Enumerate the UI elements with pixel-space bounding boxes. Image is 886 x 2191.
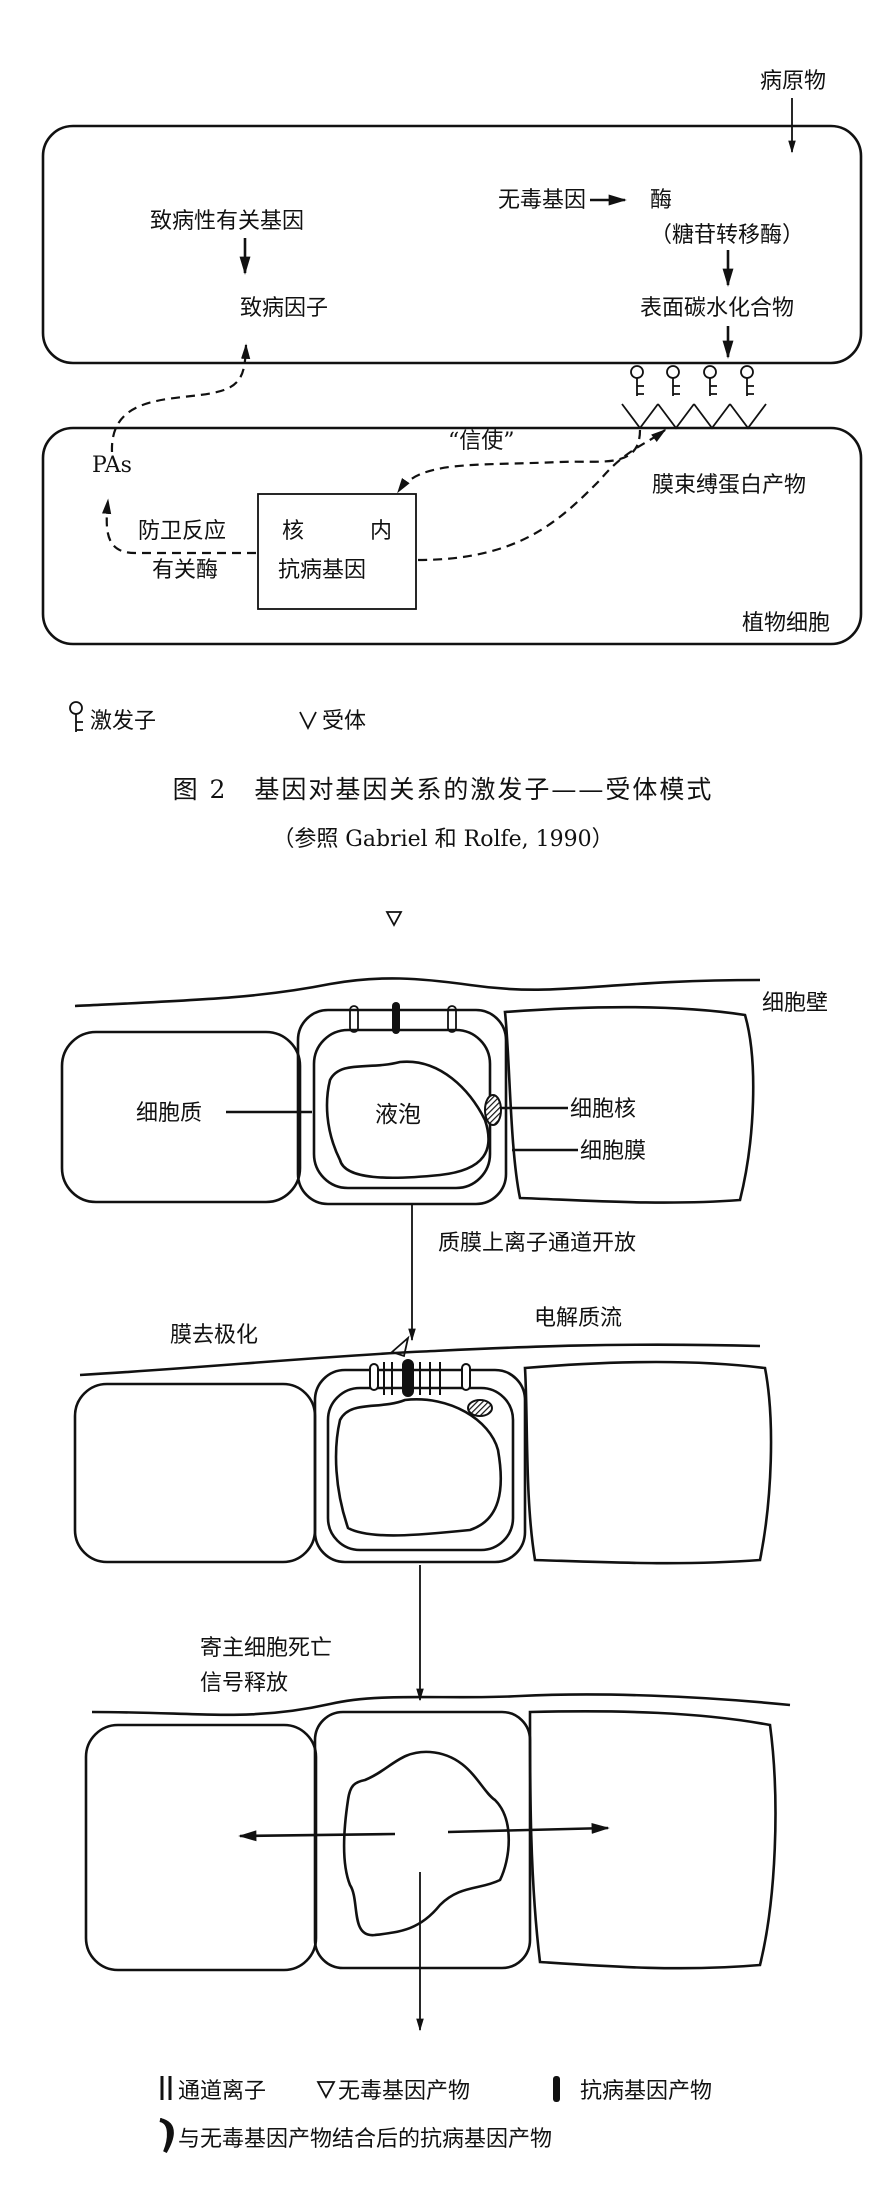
figure-3-legend: 通道离子 无毒基因产物 抗病基因产物 与无毒基因产物结合后的抗病基因产物	[159, 2076, 712, 2154]
avr-product-marker	[385, 911, 403, 927]
center-cell-3	[313, 1710, 532, 1970]
enzyme-note: （糖苷转移酶）	[650, 223, 804, 248]
receptors	[621, 403, 767, 430]
right-cell-2	[523, 1360, 773, 1565]
leak-arrow-left	[238, 1830, 396, 1842]
avr-product-marker-2	[390, 1335, 410, 1358]
legend-receptor: 受体	[322, 709, 366, 734]
surface-carbohydrate-label: 表面碳水化合物	[640, 296, 794, 321]
legend-bound-product: 与无毒基因产物结合后的抗病基因产物	[178, 2127, 552, 2152]
membrane-label: 细胞膜	[580, 1139, 646, 1164]
cell-wall-2	[79, 1343, 761, 1377]
step1-label: 质膜上离子通道开放	[438, 1231, 636, 1256]
messenger-label: “信使”	[448, 429, 515, 454]
damaged-vacuole	[342, 1750, 511, 1937]
step2-label-2: 信号释放	[200, 1671, 288, 1696]
left-cell-2	[73, 1382, 317, 1564]
step2-label-1: 寄主细胞死亡	[200, 1636, 332, 1661]
nucleus-label-a: 核	[282, 519, 304, 544]
pas-path	[110, 343, 251, 453]
figure-3: 细胞壁 细胞核 细胞质 液泡 细胞膜 质膜上离子通道开放 电解质流 膜去极化	[60, 911, 828, 2154]
pathogenicity-factor-label: 致病因子	[240, 296, 328, 321]
electrolyte-flow-label: 电解质流	[534, 1306, 622, 1331]
leak-arrow-right	[447, 1822, 610, 1834]
legend-elicitor: 激发子	[90, 709, 156, 734]
nucleus-2	[467, 1399, 493, 1417]
defense-path	[102, 498, 256, 555]
pathogen-label: 病原物	[760, 69, 826, 94]
elicitors	[630, 365, 755, 397]
cytoplasm-label: 细胞质	[136, 1101, 202, 1126]
ion-channel-legend-icon	[160, 2076, 172, 2100]
membrane-protein-label: 膜束缚蛋白产物	[652, 473, 806, 498]
left-cell-1	[60, 1030, 302, 1204]
cell-wall-1	[74, 977, 761, 1008]
legend-receptor-icon	[299, 711, 317, 731]
avr-product-legend-icon	[316, 2081, 336, 2099]
plant-cell-box	[41, 426, 863, 646]
nucleus-1	[484, 1094, 502, 1126]
vacuole-1	[325, 1060, 490, 1180]
ion-channels-2	[369, 1359, 471, 1397]
vacuole-2	[334, 1398, 503, 1537]
defense-label-2: 有关酶	[152, 558, 218, 583]
pas-label: PAs	[92, 453, 132, 478]
pathogen-box	[41, 124, 863, 365]
messenger-path	[397, 429, 642, 494]
ion-channels-1	[349, 1002, 457, 1034]
depolarization-label: 膜去极化	[170, 1323, 258, 1348]
legend-ion-channel: 通道离子	[178, 2079, 266, 2104]
figure-2-reference: （参照 Gabriel 和 Rolfe, 1990）	[272, 827, 613, 852]
cell-wall-3	[91, 1693, 791, 1717]
membrane-protein-path	[417, 429, 667, 562]
left-cell-3	[84, 1723, 318, 1972]
figure-2: 病原物 无毒基因 酶 （糖苷转移酶） 表面碳水化合物 致病性有关基因 致病因子 …	[41, 69, 863, 852]
nucleus-label: 细胞核	[570, 1097, 636, 1122]
legend-elicitor-icon	[69, 701, 84, 733]
vacuole-label: 液泡	[375, 1102, 421, 1128]
legend-r-product: 抗病基因产物	[580, 2079, 712, 2104]
nucleus-label-b: 内	[370, 519, 392, 544]
r-gene-label: 抗病基因	[278, 558, 366, 583]
pathogenicity-genes-label: 致病性有关基因	[150, 209, 304, 234]
nucleus-box	[257, 493, 417, 610]
right-cell-3	[528, 1710, 777, 1970]
bound-product-legend-icon	[159, 2118, 174, 2154]
defense-label-1: 防卫反应	[138, 519, 226, 544]
enzyme-label: 酶	[650, 188, 672, 213]
legend-avr-product: 无毒基因产物	[338, 2079, 470, 2104]
figure-2-caption: 图 2 基因对基因关系的激发子——受体模式	[173, 775, 714, 804]
cell-wall-label: 细胞壁	[762, 991, 828, 1016]
r-product-legend-icon	[553, 2076, 560, 2102]
plant-cell-label: 植物细胞	[742, 611, 830, 636]
avr-gene-label: 无毒基因	[498, 188, 586, 213]
